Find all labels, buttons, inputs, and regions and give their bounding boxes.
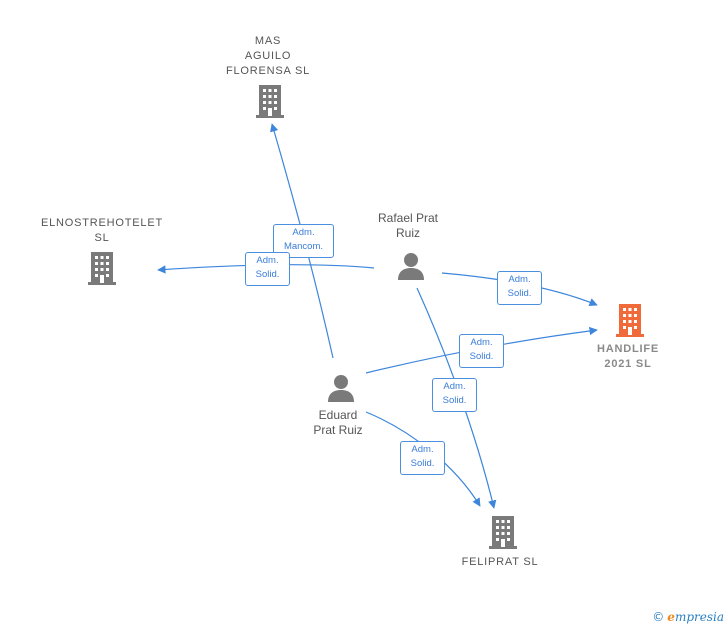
building-icon: [88, 252, 116, 285]
building-icon: [616, 304, 644, 337]
brand-logo-text: mpresia: [674, 610, 724, 624]
person-label-eduard[interactable]: Eduard Prat Ruiz: [313, 408, 363, 437]
watermark: ©empresia: [652, 610, 724, 624]
edge-label-adm-solid: Adm. Solid.: [459, 334, 504, 368]
edge-label-adm-solid: Adm. Solid.: [400, 441, 445, 475]
building-icon: [489, 516, 517, 549]
edge-label-adm-solid: Adm. Solid.: [432, 378, 477, 412]
edge-label-adm-solid: Adm. Solid.: [245, 252, 290, 286]
edge-label-adm-solid: Adm. Solid.: [497, 271, 542, 305]
copyright-symbol: ©: [652, 610, 665, 624]
building-icon: [256, 85, 284, 118]
person-icon: [398, 253, 424, 280]
edges-layer: [157, 123, 598, 509]
company-label-mas-aguilo[interactable]: MAS AGUILO FLORENSA SL: [226, 35, 310, 77]
company-label-elnostrehotelet[interactable]: ELNOSTREHOTELET SL: [40, 217, 164, 244]
person-icon: [328, 375, 354, 402]
company-label-handlife[interactable]: HANDLIFE 2021 SL: [596, 343, 659, 370]
company-label-feliprat[interactable]: FELIPRAT SL: [461, 556, 539, 568]
brand-logo-e: e: [667, 610, 675, 624]
person-label-rafael[interactable]: Rafael Prat Ruiz: [377, 211, 439, 240]
